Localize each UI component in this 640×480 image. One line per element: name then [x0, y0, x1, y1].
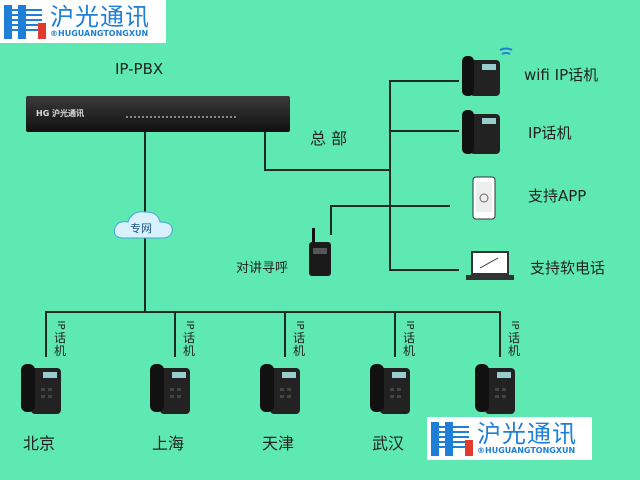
branch-ip-phone-icon: [475, 364, 515, 414]
branch-city-label: 天津: [262, 434, 295, 453]
headquarters-label: 总 部: [310, 129, 348, 148]
branch-ip-phone-icon: [21, 364, 61, 414]
branch-ip-phone-icon: [260, 364, 300, 414]
logo-text-cn: 沪光通讯: [477, 420, 577, 448]
ip-text: IP: [294, 320, 305, 330]
pbx-ports: [126, 116, 236, 120]
device-label-wifi-phone: wifi IP话机: [524, 66, 599, 84]
ip-text: IP: [55, 320, 66, 330]
walkie-talkie-icon: [309, 228, 331, 276]
cloud-icon: [113, 211, 173, 239]
device-label-ip-phone: IP话机: [528, 124, 572, 142]
device-label-app: 支持APP: [528, 187, 587, 205]
wifi-phone-icon: [462, 47, 513, 96]
branch-city-label: 上海: [152, 434, 185, 453]
logo-text-cn: 沪光通讯: [50, 3, 150, 31]
phone-text: 话机: [182, 331, 195, 358]
ip-text: IP: [184, 320, 195, 330]
pbx-brand: HG 沪光通讯: [36, 109, 85, 118]
smartphone-icon: [472, 176, 496, 220]
phone-text: 话机: [402, 331, 415, 358]
laptop-icon: [466, 251, 514, 280]
logo-mark-icon: [4, 4, 46, 39]
logo-mark-icon: [431, 421, 473, 456]
ip-text: IP: [509, 320, 520, 330]
logo-text-en: ®HUGUANGTONGXUN: [50, 29, 149, 38]
pbx-label: IP-PBX: [115, 60, 164, 78]
ip-phone-icon: [462, 110, 500, 154]
ip-pbx-device: HG 沪光通讯: [26, 96, 290, 132]
phone-text: 话机: [292, 331, 305, 358]
phone-text: 话机: [507, 331, 520, 358]
logo-text-en: ®HUGUANGTONGXUN: [477, 446, 576, 455]
intercom-label: 对讲寻呼: [236, 261, 289, 276]
phone-text: 话机: [53, 331, 66, 358]
cloud-label: 专网: [130, 222, 152, 235]
branch-city-label: 北京: [23, 434, 56, 453]
branch-ip-phone-icon: [370, 364, 410, 414]
ip-text: IP: [404, 320, 415, 330]
branch-bus-line: [45, 311, 500, 313]
branch-city-label: 武汉: [372, 434, 405, 453]
device-label-softphone: 支持软电话: [530, 259, 606, 277]
company-logo-bottom: 沪光通讯 ®HUGUANGTONGXUN: [427, 417, 592, 460]
branch-ip-phone-icon: [150, 364, 190, 414]
company-logo: 沪光通讯 ®HUGUANGTONGXUN: [0, 0, 166, 43]
